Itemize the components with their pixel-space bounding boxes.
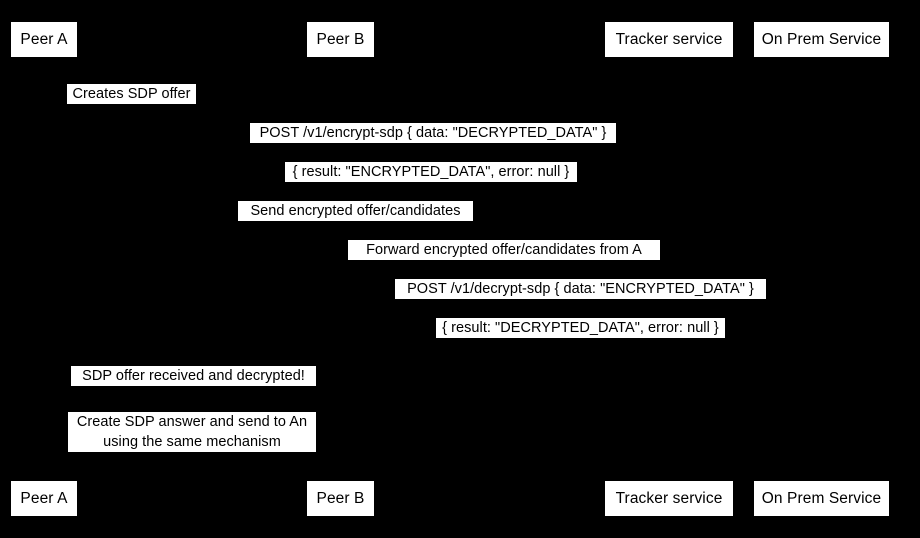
message-label-send-encrypted-offer: Send encrypted offer/candidates bbox=[238, 201, 473, 221]
message-label-encrypt-sdp-result: { result: "ENCRYPTED_DATA", error: null … bbox=[285, 162, 577, 182]
create-sdp-answer-line-2: using the same mechanism bbox=[103, 434, 281, 450]
create-sdp-answer-line-1: Create SDP answer and send to An bbox=[76, 414, 308, 430]
message-label-decrypt-sdp-result: { result: "DECRYPTED_DATA", error: null … bbox=[436, 318, 725, 338]
message-label-forward-encrypted-offer: Forward encrypted offer/candidates from … bbox=[348, 240, 660, 260]
lifeline-line-on-prem-service bbox=[821, 57, 822, 481]
lifeline-line-peer-a bbox=[44, 57, 45, 481]
participant-header-peer-b[interactable]: Peer B bbox=[307, 22, 374, 57]
participant-footer-tracker-service[interactable]: Tracker service bbox=[605, 481, 733, 516]
message-label-creates-sdp-offer: Creates SDP offer bbox=[67, 84, 196, 104]
participant-header-peer-a[interactable]: Peer A bbox=[11, 22, 77, 57]
lifeline-line-peer-b bbox=[340, 57, 341, 481]
participant-footer-peer-a[interactable]: Peer A bbox=[11, 481, 77, 516]
lifeline-line-tracker-service bbox=[669, 57, 670, 481]
arrow-forward-encrypted-offer bbox=[340, 262, 669, 268]
arrow-decrypt-sdp-result bbox=[340, 340, 821, 346]
arrow-send-encrypted-offer bbox=[44, 223, 669, 229]
message-label-sdp-offer-received: SDP offer received and decrypted! bbox=[71, 366, 316, 386]
participant-footer-on-prem-service[interactable]: On Prem Service bbox=[754, 481, 889, 516]
arrow-post-encrypt-sdp bbox=[44, 145, 821, 151]
participant-footer-peer-b[interactable]: Peer B bbox=[307, 481, 374, 516]
arrow-encrypt-sdp-result bbox=[44, 184, 821, 190]
message-label-post-decrypt-sdp: POST /v1/decrypt-sdp { data: "ENCRYPTED_… bbox=[395, 279, 766, 299]
message-label-post-encrypt-sdp: POST /v1/encrypt-sdp { data: "DECRYPTED_… bbox=[250, 123, 616, 143]
participant-header-tracker-service[interactable]: Tracker service bbox=[605, 22, 733, 57]
message-label-create-sdp-answer: Create SDP answer and send to An using th… bbox=[68, 412, 316, 452]
arrow-post-decrypt-sdp bbox=[340, 301, 821, 307]
participant-header-on-prem-service[interactable]: On Prem Service bbox=[754, 22, 889, 57]
